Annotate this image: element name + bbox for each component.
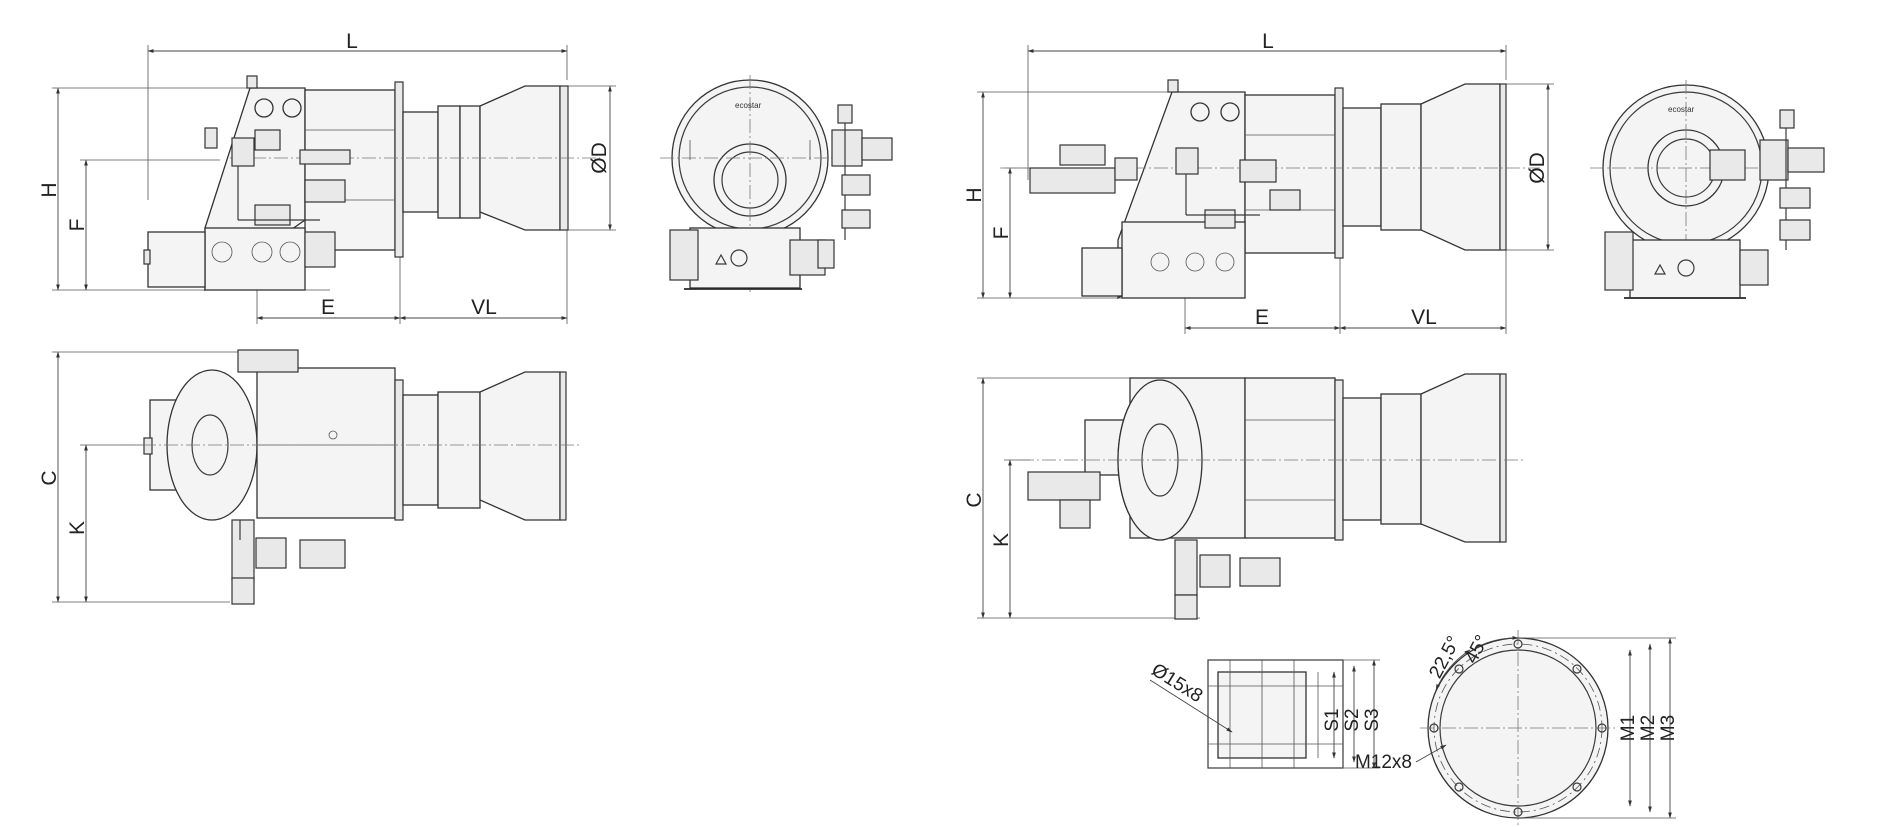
dim-label-l: L [346,30,358,53]
dim-label-e: E [321,296,335,319]
dim-label-f: F [66,219,89,232]
right-side-view: L H F ØD E VL [963,30,1554,334]
dim-label-c-right: C [963,492,986,507]
dim-label-s1: S1 [1322,708,1343,731]
dim-label-h: H [38,182,61,197]
dim-label-k: K [66,521,89,535]
dim-label-m3: M3 [1658,715,1679,741]
hole-label-15x8: Ø15x8 [1148,660,1207,707]
dim-label-f-right: F [990,227,1013,240]
right-top-view: C K [963,373,1525,620]
left-side-view: L H F ØD E VL [38,30,616,324]
left-top-view: C K [38,349,580,605]
brand-logo-right: ecostar [1668,105,1695,114]
round-flange: M1 M2 M3 22,5° 45° M12x8 [1355,630,1679,826]
dim-label-vl: VL [471,296,497,319]
dim-label-k-right: K [990,533,1013,547]
dim-label-vl-right: VL [1411,306,1437,329]
dim-label-m2: M2 [1638,715,1659,741]
dim-label-s2: S2 [1342,708,1363,731]
brand-logo: ecostar [735,101,762,110]
dim-label-s3: S3 [1362,708,1383,731]
dim-label-l-right: L [1262,30,1274,53]
hole-label-m12x8: M12x8 [1355,752,1412,773]
dim-label-h-right: H [963,187,986,202]
right-front-view: ecostar [1590,80,1825,300]
dim-label-c: C [38,470,61,485]
left-front-view: ecostar [660,75,893,295]
dim-label-m1: M1 [1618,715,1639,741]
dim-label-e-right: E [1255,306,1269,329]
square-flange: S1 S2 S3 Ø15x8 [1148,659,1383,769]
